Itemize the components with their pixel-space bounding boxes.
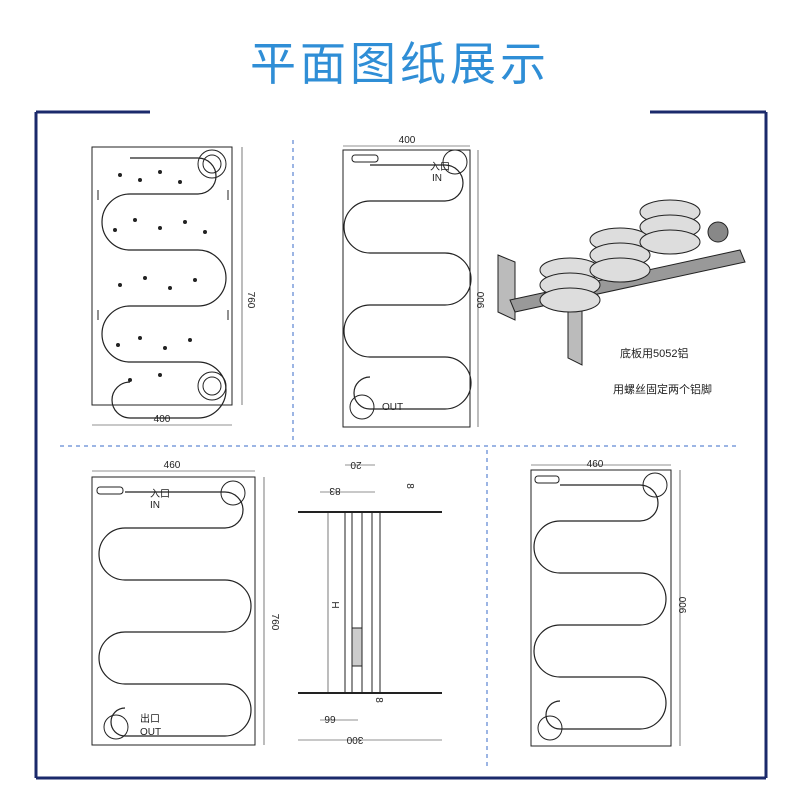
drawing-frame <box>34 110 768 780</box>
dim-8-top: 8 <box>404 483 415 489</box>
panel4-in-sub: IN <box>150 500 160 511</box>
panel2-out-label: OUT <box>382 402 403 413</box>
side-view-drawing <box>298 464 442 741</box>
board-drawing-400x760 <box>91 146 243 426</box>
base-material-note: 底板用5052铝 <box>620 346 688 360</box>
panel1-width-label: 400 <box>154 414 171 425</box>
panel2-in-sub: IN <box>432 173 442 184</box>
feet-fixing-note: 用螺丝固定两个铝脚 <box>613 382 712 396</box>
panel4-width-label: 460 <box>164 460 181 471</box>
panel2-height-label: 900 <box>476 291 487 308</box>
panel4-out-label: 出口 <box>140 712 160 725</box>
page-title: 平面图纸展示 <box>250 37 550 91</box>
rack-3d-drawing <box>497 199 746 366</box>
panel6-height-label: 900 <box>678 596 689 613</box>
panel1-dots <box>113 170 207 382</box>
board-drawing-460x760 <box>91 470 265 746</box>
panel2-in-label: 入口 <box>430 162 450 173</box>
dim-20: 20 <box>350 459 362 470</box>
panel4-height-label: 760 <box>269 614 280 631</box>
dim-8-bottom: 8 <box>373 697 384 703</box>
panel4-out-sub: OUT <box>140 727 161 738</box>
board-drawing-460x900 <box>530 464 681 747</box>
dim-83: 83 <box>329 485 341 496</box>
dashed-dividers <box>60 140 740 770</box>
panel4-in-label: 入口 <box>150 489 170 500</box>
dim-H: H <box>329 601 340 608</box>
board-drawing-400x900 <box>342 145 479 428</box>
panel2-width-label: 400 <box>399 135 416 146</box>
dim-66: 66 <box>324 713 336 724</box>
dim-300: 300 <box>346 734 363 745</box>
panel1-height-label: 760 <box>245 292 256 309</box>
panel6-width-label: 460 <box>587 459 604 470</box>
